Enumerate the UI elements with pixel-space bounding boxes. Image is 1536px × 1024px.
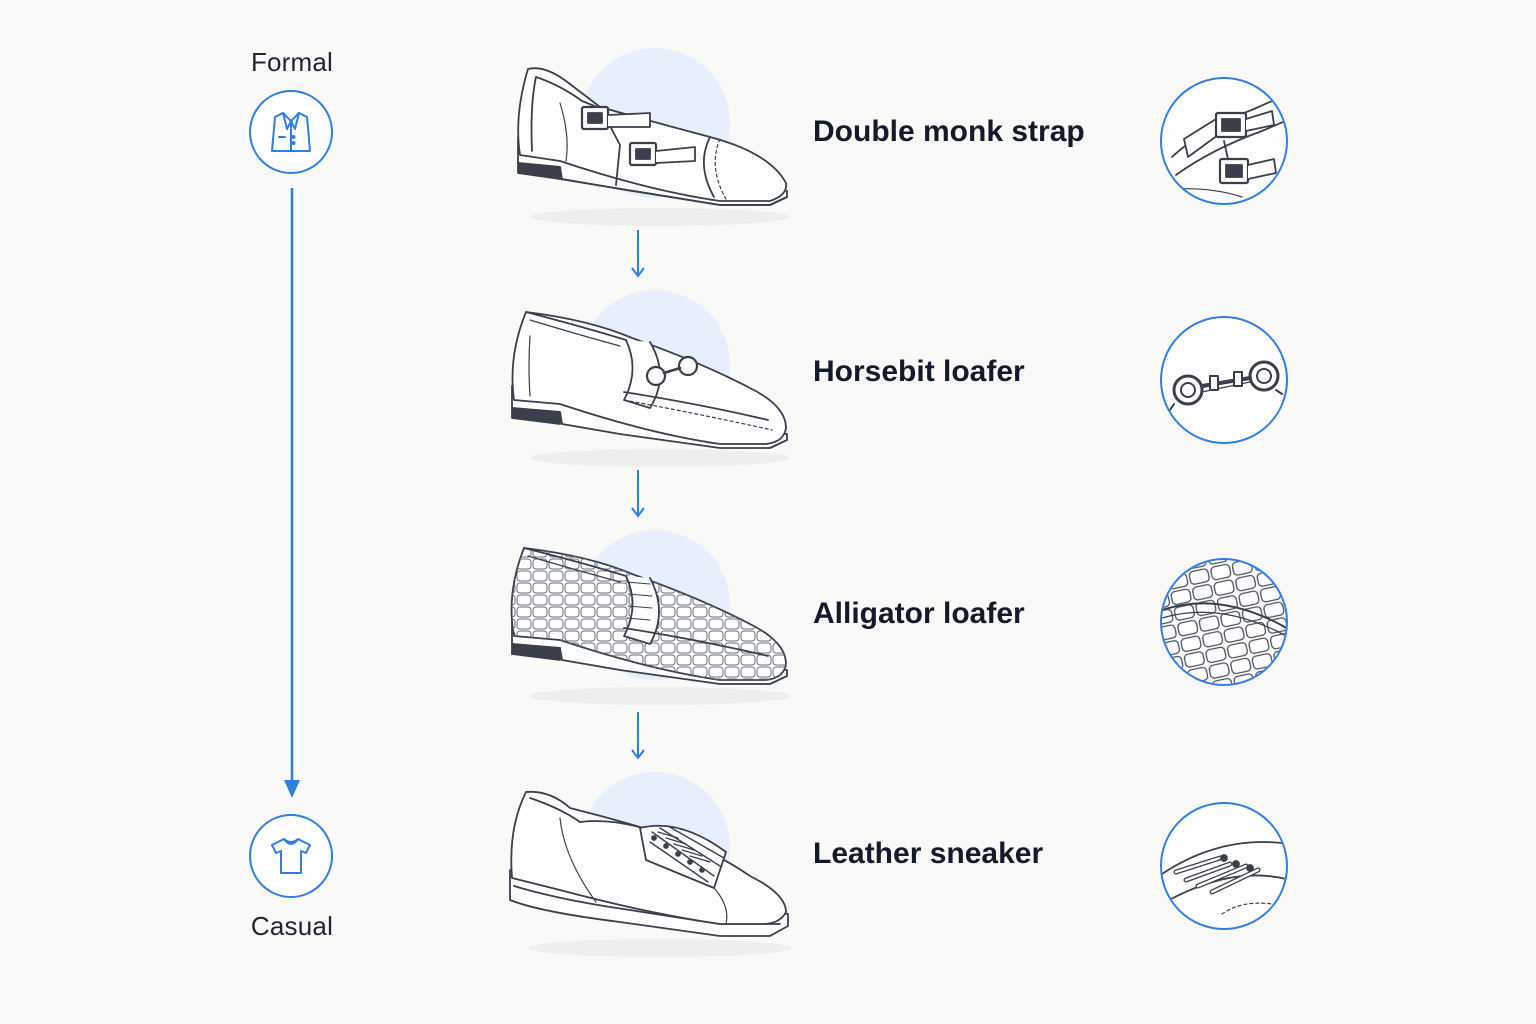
leather-sneaker-icon [509, 790, 792, 957]
formal-label: Formal [250, 47, 334, 77]
shoe-label: Double monk strap [813, 115, 1085, 148]
croc-texture-detail-icon [1160, 558, 1288, 686]
alligator-loafer-icon [510, 547, 790, 705]
blazer-icon [249, 90, 333, 174]
casual-label: Casual [250, 911, 334, 941]
horsebit-detail-icon [1160, 316, 1288, 444]
tshirt-icon [249, 814, 333, 898]
shoe-label: Leather sneaker [813, 837, 1044, 870]
shoe-label: Alligator loafer [813, 597, 1025, 630]
formal-to-casual-arrow [284, 188, 300, 798]
buckle-detail-icon [1160, 77, 1288, 205]
step-arrow [631, 712, 645, 760]
horsebit-loafer-icon [511, 311, 790, 467]
step-arrow [631, 470, 645, 518]
shoe-label: Horsebit loafer [813, 355, 1025, 388]
step-arrow [631, 230, 645, 278]
laces-detail-icon [1160, 802, 1288, 930]
double-monk-strap-shoe-icon [517, 67, 790, 226]
